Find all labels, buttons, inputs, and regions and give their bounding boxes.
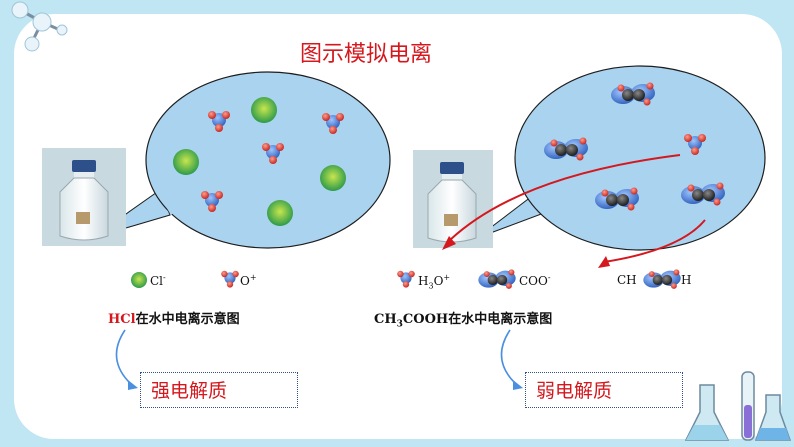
acetic-acid-bubble (476, 65, 766, 251)
hcl-caption: HCl在水中电离示意图 (108, 312, 240, 327)
left-bottle-image (42, 148, 126, 246)
hydronium-label-right: H3O+ (418, 273, 451, 291)
acetic-acid-caption: CH3COOH在水中电离示意图 (374, 312, 553, 330)
weak-electrolyte-box: 弱电解质 (525, 372, 683, 408)
acetate-ion-icon (478, 269, 516, 289)
chloride-label: Cl- (150, 273, 166, 288)
right-bottle-image (413, 150, 493, 248)
acetic-acid-label-tail: H (681, 273, 692, 287)
arrow-head-icon (513, 380, 523, 390)
lab-glassware-decoration-icon (684, 371, 792, 441)
dissociation-arrows (449, 154, 706, 263)
acetate-label: COO- (519, 273, 551, 288)
acetic-acid-molecule-icon (643, 269, 681, 289)
hcl-bubble (91, 71, 391, 249)
arrow-head-icon (128, 380, 138, 390)
page-title: 图示模拟电离 (300, 42, 433, 67)
arrow-head-icon (442, 236, 456, 250)
hydronium-label: O+ (240, 273, 257, 288)
curved-arrows (115, 329, 518, 386)
acetic-acid-label-head: CH (617, 273, 637, 287)
hydronium-ion-icon (397, 270, 415, 288)
strong-electrolyte-box: 强电解质 (140, 372, 298, 408)
molecule-decoration-icon (11, 1, 68, 52)
arrow-head-icon (598, 256, 610, 268)
hydronium-ion-icon (221, 270, 239, 288)
chloride-ion-icon (131, 272, 147, 288)
